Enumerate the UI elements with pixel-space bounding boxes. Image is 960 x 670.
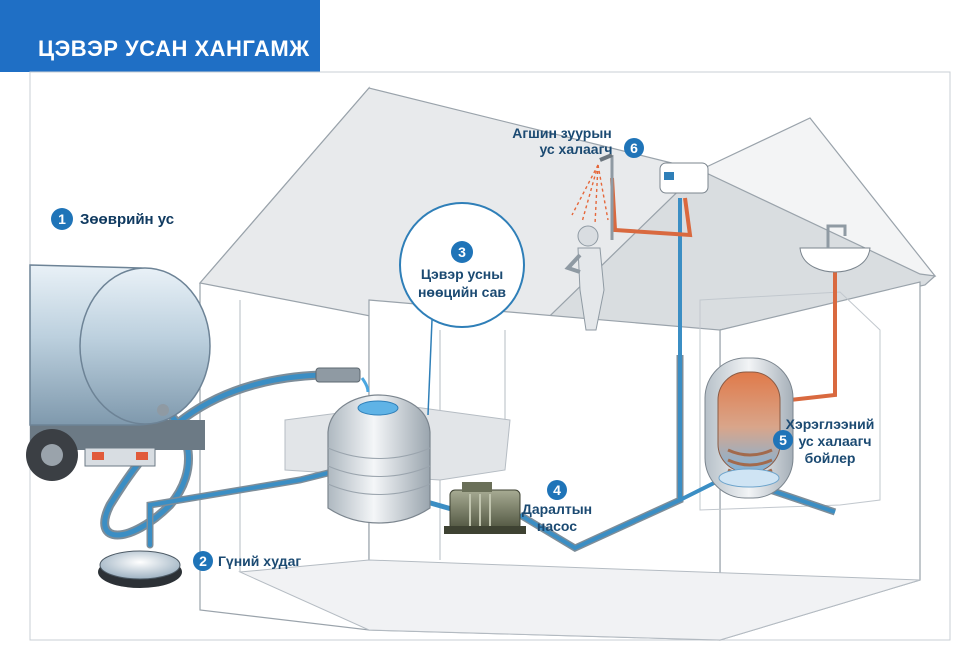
boiler-water	[718, 468, 780, 488]
label-6-line1: Агшин зуурын	[512, 125, 612, 141]
well-icon	[98, 550, 182, 588]
sink-hot-pipe	[789, 272, 837, 402]
label-6-line2: ус халаагч	[539, 141, 612, 157]
label-3-number: 3	[458, 244, 466, 260]
truck-valve	[157, 404, 169, 416]
tank-opening	[357, 400, 399, 416]
circle-number-icon	[51, 208, 73, 230]
page-title: ЦЭВЭР УСАН ХАНГАМЖ	[0, 0, 320, 72]
instant-heater-icon	[659, 162, 709, 194]
water-tank-icon	[327, 394, 431, 524]
label-4-number: 4	[553, 482, 561, 498]
label-1-number: 1	[58, 211, 66, 227]
label-3-line2: нөөцийн сав	[418, 284, 506, 300]
truck-hub	[41, 444, 63, 466]
person-figure	[564, 225, 605, 331]
label-instant-heater: Агшин зуурын ус халаагч 6	[512, 125, 644, 158]
tank-ring-2	[327, 465, 431, 477]
label-deep-well: 2 Гүний худаг	[193, 551, 301, 571]
tank-ring-3	[327, 483, 431, 495]
label-portable-water: 1 Зөөврийн ус	[51, 208, 174, 230]
shower-spray	[571, 164, 609, 225]
boiler-out-pipe	[769, 488, 836, 514]
label-pressure-pump: 4 Даралтын насос	[522, 480, 592, 534]
person-arm	[564, 253, 582, 274]
circle-number-icon	[624, 138, 644, 158]
label-2-number: 2	[199, 553, 207, 569]
well-pipe	[148, 468, 342, 547]
pump-body	[449, 489, 521, 531]
boiler-room	[699, 291, 881, 511]
water-truck-icon	[26, 264, 211, 481]
label-2-text: Гүний худаг	[218, 553, 301, 569]
tank-callout	[399, 202, 525, 416]
boiler-inner	[717, 371, 781, 473]
tank-ring-1	[327, 447, 431, 459]
heater-body	[659, 162, 709, 194]
label-storage-tank: 3 Цэвэр усны нөөцийн сав	[418, 241, 506, 300]
tail-light-right	[136, 452, 148, 460]
label-1-text: Зөөврийн ус	[80, 211, 174, 228]
callout-circle	[399, 202, 525, 328]
circle-number-icon	[773, 430, 793, 450]
water-drop	[360, 377, 370, 393]
person-head	[577, 225, 599, 247]
shower-head	[599, 153, 613, 162]
heater-display	[664, 172, 674, 180]
roof-gable	[698, 117, 937, 277]
shower-icon	[571, 153, 614, 240]
label-4-line2: насос	[537, 518, 577, 534]
truck-tank-end	[79, 267, 211, 425]
label-5-line3: бойлер	[805, 450, 856, 466]
boiler-icon	[704, 357, 794, 499]
label-5-number: 5	[779, 432, 787, 448]
well-cap	[99, 550, 181, 580]
hose	[102, 372, 323, 538]
label-4-line1: Даралтын	[522, 501, 592, 517]
pump-base	[444, 526, 526, 534]
sink-faucet	[826, 224, 847, 248]
sink-basin	[799, 247, 871, 273]
pump-icon	[444, 482, 526, 534]
label-3-line1: Цэвэр усны	[421, 266, 503, 282]
callout-line	[427, 319, 433, 416]
tail-light-left	[92, 452, 104, 460]
label-5-line1: Хэрэглээний	[786, 416, 875, 432]
circle-number-icon	[451, 241, 473, 263]
label-5-line2: ус халаагч	[798, 433, 871, 449]
person-body	[577, 247, 605, 331]
sink-icon	[799, 224, 871, 273]
house-floor	[238, 559, 921, 641]
label-6-number: 6	[630, 140, 638, 156]
pump-top	[462, 482, 492, 492]
label-boiler: 5 Хэрэглээний ус халаагч бойлер	[773, 416, 874, 466]
circle-number-icon	[547, 480, 567, 500]
house	[198, 86, 937, 641]
main-pipe	[518, 355, 682, 551]
inlet-nozzle	[315, 367, 361, 383]
circle-number-icon	[193, 551, 213, 571]
